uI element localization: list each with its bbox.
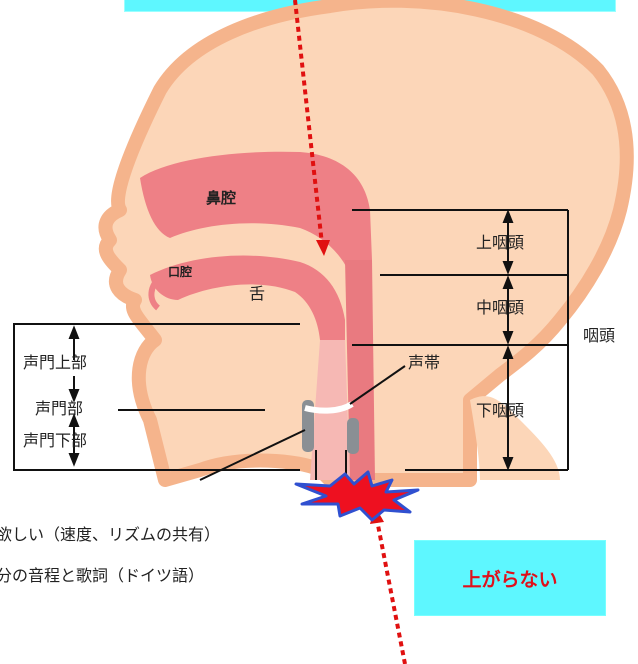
label-glottis: 声門部 bbox=[35, 399, 84, 418]
bottom-callout-box: 上がらない bbox=[414, 540, 606, 616]
text-line-1: 欲しい（速度、リズムの共有） bbox=[0, 525, 221, 544]
label-oral-cavity: 口腔 bbox=[168, 265, 193, 279]
tongue-shape bbox=[175, 289, 318, 400]
label-supraglottic: 声門上部 bbox=[23, 353, 88, 372]
right-vocal-cord bbox=[347, 418, 359, 454]
burst-icon bbox=[294, 470, 420, 522]
left-vocal-cord bbox=[302, 400, 314, 452]
bottom-callout-text: 上がらない bbox=[462, 568, 558, 591]
bottom-dotted-arrow bbox=[375, 519, 407, 664]
label-tongue: 舌 bbox=[249, 284, 266, 303]
left-bracket bbox=[13, 323, 306, 481]
right-bracket bbox=[315, 209, 569, 480]
measure-arrows bbox=[68, 209, 514, 471]
label-subglottic: 声門下部 bbox=[23, 431, 88, 450]
label-nasal-cavity: 鼻腔 bbox=[206, 189, 237, 207]
label-upper-pharynx: 上咽頭 bbox=[476, 233, 525, 252]
label-mid-pharynx: 中咽頭 bbox=[476, 298, 525, 317]
label-pharynx: 咽頭 bbox=[583, 326, 616, 345]
top-dotted-arrow bbox=[293, 0, 324, 245]
label-lower-pharynx: 下咽頭 bbox=[476, 401, 525, 420]
text-line-2: 分の音程と歌詞（ドイツ語） bbox=[0, 566, 205, 585]
label-vocal-cords: 声帯 bbox=[408, 353, 441, 372]
